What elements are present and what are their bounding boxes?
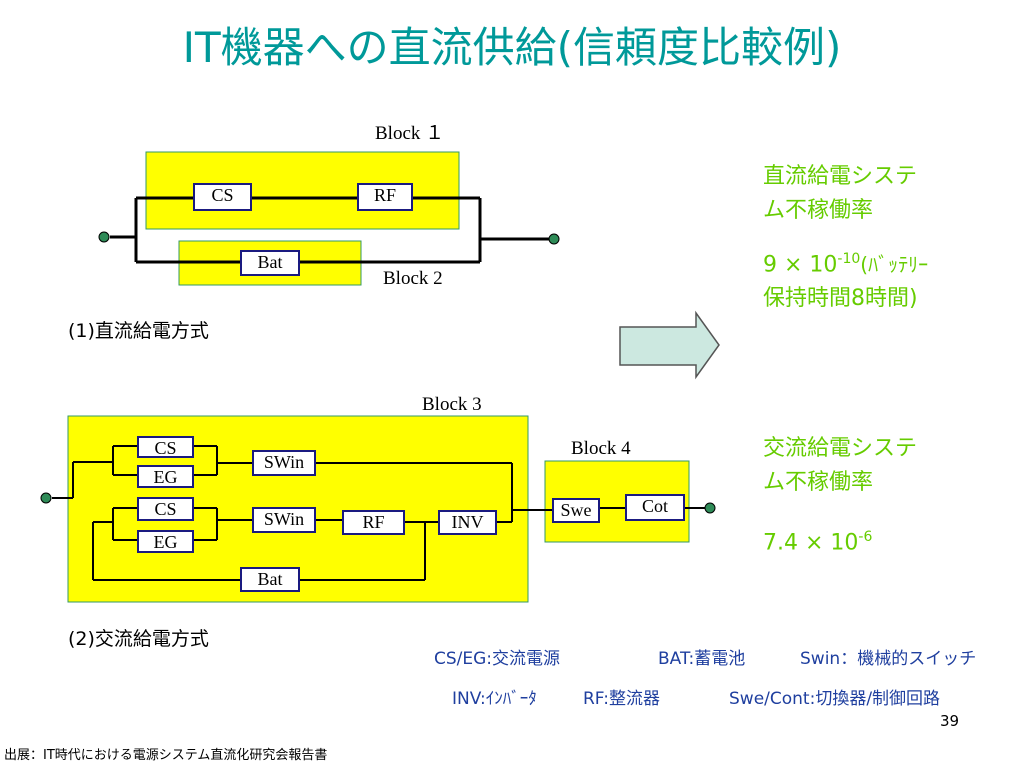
ac-inv-box: INV xyxy=(438,510,497,535)
ac-eg2-label: EG xyxy=(153,532,178,552)
ac-cs1-label: CS xyxy=(154,438,177,458)
ac-value-base: 7.4 × 10 xyxy=(763,530,859,556)
dc-result-label-line2: ム不稼働率 xyxy=(763,198,874,223)
dc-cs-label: CS xyxy=(211,185,234,205)
right-arrow-shape xyxy=(619,310,720,380)
ac-input-terminal xyxy=(40,492,52,504)
dc-result-value: 9 × 10-10(ﾊﾞｯﾃﾘｰ 保持時間8時間) xyxy=(763,242,928,316)
block3-label: Block 3 xyxy=(422,394,482,415)
ac-eg1-box: EG xyxy=(137,465,194,488)
legend-rf: RF:整流器 xyxy=(583,689,660,709)
dc-wiring xyxy=(110,196,550,264)
ac-swe-label: Swe xyxy=(560,500,592,520)
ac-inv-label: INV xyxy=(451,512,484,532)
dc-bat-box: Bat xyxy=(240,250,300,276)
dc-result-value-line2: 保持時間8時間) xyxy=(763,286,918,312)
dc-value-note: (ﾊﾞｯﾃﾘｰ xyxy=(860,252,929,277)
dc-cs-box: CS xyxy=(193,183,252,211)
ac-eg1-label: EG xyxy=(153,467,178,487)
dc-rf-label: RF xyxy=(373,185,397,205)
dc-rf-box: RF xyxy=(357,183,413,211)
legend-bat: BAT:蓄電池 xyxy=(658,649,746,669)
ac-result-value: 7.4 × 10-6 xyxy=(763,520,872,560)
block1-label: Block １ xyxy=(375,123,445,144)
ac-bat-box: Bat xyxy=(240,567,300,592)
legend-inv: INV:ｲﾝﾊﾞｰﾀ xyxy=(452,689,537,709)
ac-rf-label: RF xyxy=(362,512,385,532)
ac-cs2-box: CS xyxy=(137,497,194,521)
page-number: 39 xyxy=(940,712,960,730)
ac-cot-box: Cot xyxy=(625,494,685,521)
ac-result-label: 交流給電システ ム不稼働率 xyxy=(763,432,917,500)
dc-result-label-line1: 直流給電システ xyxy=(763,164,918,189)
ac-swin2-label: SWin xyxy=(263,509,305,529)
ac-swe-box: Swe xyxy=(552,498,600,523)
ac-wiring xyxy=(52,445,706,581)
ac-cs2-label: CS xyxy=(154,499,177,519)
ac-eg2-box: EG xyxy=(137,530,194,553)
legend-swin: Swin：機械的スイッチ xyxy=(800,649,977,669)
ac-result-label-line2: ム不稼働率 xyxy=(763,470,874,495)
dc-value-exponent: -10 xyxy=(837,251,861,267)
dc-input-terminal xyxy=(98,231,110,243)
legend-swe-cont: Swe/Cont:切換器/制御回路 xyxy=(729,689,941,709)
page-title: IT機器への直流供給(信頼度比較例) xyxy=(182,23,842,72)
dc-output-terminal xyxy=(548,233,560,245)
ac-output-terminal xyxy=(704,502,716,514)
ac-cs1-box: CS xyxy=(137,436,194,458)
block4-label: Block 4 xyxy=(571,438,631,459)
dc-result-label: 直流給電システ ム不稼働率 xyxy=(763,160,917,228)
caption-ac: (2)交流給電方式 xyxy=(68,628,209,650)
legend-cs-eg: CS/EG:交流電源 xyxy=(434,649,561,669)
ac-cot-label: Cot xyxy=(641,496,668,516)
dc-value-base: 9 × 10 xyxy=(763,252,838,278)
dc-bat-label: Bat xyxy=(257,252,283,272)
block2-label: Block 2 xyxy=(383,268,443,289)
ac-swin1-label: SWin xyxy=(263,452,305,472)
caption-dc: (1)直流給電方式 xyxy=(68,320,209,342)
source-note: 出展：IT時代における電源システム直流化研究会報告書 xyxy=(4,748,328,763)
ac-swin1-box: SWin xyxy=(252,450,316,476)
ac-swin2-box: SWin xyxy=(252,507,316,533)
dc-result-value-line1: 9 × 10-10(ﾊﾞｯﾃﾘｰ xyxy=(763,242,928,282)
ac-result-label-line1: 交流給電システ xyxy=(763,436,918,461)
ac-rf-box: RF xyxy=(342,510,405,535)
ac-value-exponent: -6 xyxy=(858,529,873,545)
ac-bat-label: Bat xyxy=(257,569,283,589)
